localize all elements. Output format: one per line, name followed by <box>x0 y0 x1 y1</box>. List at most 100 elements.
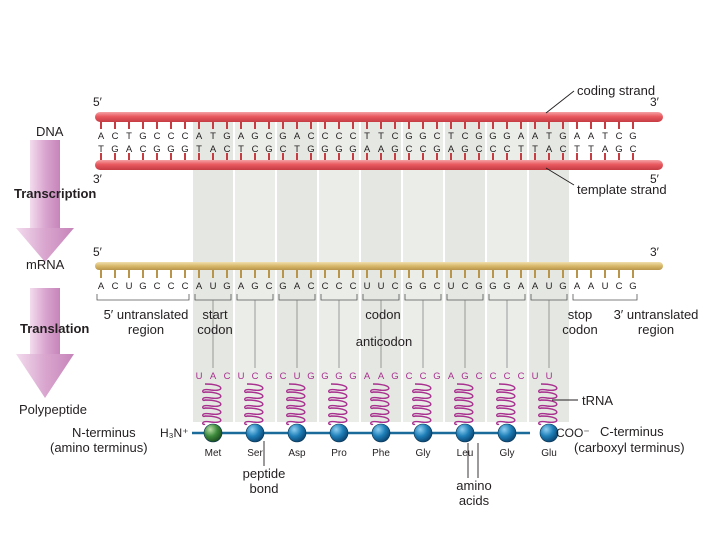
trna-molecule <box>244 383 264 426</box>
mrna-3prime: 3′ <box>650 245 659 259</box>
mrna-nucleotide: A <box>196 281 203 292</box>
mrna-nucleotide: G <box>251 281 258 292</box>
mrna-nucleotide: U <box>546 281 553 292</box>
anticodon-nucleotide: C <box>420 371 427 382</box>
anticodon-nucleotide: C <box>504 371 511 382</box>
template-nucleotide: G <box>433 144 440 155</box>
coding-nucleotide: A <box>238 131 245 142</box>
template-nucleotide: A <box>378 144 385 155</box>
mrna-nucleotide: A <box>588 281 595 292</box>
coding-nucleotide: G <box>419 131 426 142</box>
mrna-nucleotide: C <box>616 281 623 292</box>
dna-coding-backbone <box>95 112 663 122</box>
anticodon-nucleotide: G <box>321 371 328 382</box>
amino-acid-bead <box>329 423 349 443</box>
c-terminus-label: C-terminus <box>600 424 664 439</box>
mrna-nucleotide: G <box>629 281 636 292</box>
template-nucleotide: G <box>153 144 160 155</box>
anticodon-nucleotide: G <box>349 371 356 382</box>
coding-nucleotide: C <box>462 131 469 142</box>
translation-arrow <box>16 288 74 398</box>
anticodon-nucleotide: U <box>294 371 301 382</box>
coding-nucleotide: C <box>112 131 119 142</box>
template-nucleotide: G <box>349 144 356 155</box>
amino-acid-bead <box>413 423 433 443</box>
anticodon-nucleotide: U <box>238 371 245 382</box>
codon-label: codon <box>365 307 401 322</box>
coding-nucleotide: A <box>518 131 525 142</box>
template-nucleotide: C <box>476 144 483 155</box>
coding-nucleotide: T <box>448 131 454 142</box>
mrna-nucleotide: G <box>475 281 482 292</box>
template-nucleotide: T <box>588 144 594 155</box>
mrna-nucleotide: C <box>168 281 175 292</box>
polypeptide-label: Polypeptide <box>19 402 87 417</box>
mrna-5prime: 5′ <box>93 245 102 259</box>
mrna-nucleotide: G <box>559 281 566 292</box>
coding-nucleotide: C <box>322 131 329 142</box>
dna-double-helix <box>95 112 663 170</box>
anticodon-nucleotide: C <box>406 371 413 382</box>
coding-nucleotide: G <box>251 131 258 142</box>
coding-nucleotide: T <box>602 131 608 142</box>
anticodon-nucleotide: A <box>378 371 385 382</box>
mrna-nucleotide: G <box>279 281 286 292</box>
coding-nucleotide: G <box>279 131 286 142</box>
amino-acid-bead <box>455 423 475 443</box>
anticodon-nucleotide: G <box>461 371 468 382</box>
template-nucleotide: G <box>111 144 118 155</box>
peptide-bond-label: peptide bond <box>242 466 286 496</box>
amino-acid-bead <box>203 423 223 443</box>
transcription-arrow <box>16 140 74 262</box>
dna-top-5prime: 5′ <box>93 95 102 109</box>
coding-nucleotide: G <box>475 131 482 142</box>
coding-nucleotide: A <box>532 131 539 142</box>
coding-nucleotide: G <box>139 131 146 142</box>
trna-molecule <box>538 383 558 426</box>
mrna-nucleotide: C <box>112 281 119 292</box>
amino-terminus-label: (amino terminus) <box>50 440 148 455</box>
utr5-label: 5′ untranslated region <box>103 307 189 337</box>
amino-acid-bead <box>497 423 517 443</box>
dna-top-3prime: 3′ <box>650 95 659 109</box>
trna-molecule <box>412 383 432 426</box>
template-nucleotide: T <box>518 144 524 155</box>
anticodon-nucleotide: C <box>224 371 231 382</box>
mrna-nucleotide: C <box>434 281 441 292</box>
amino-acid-name: Gly <box>416 448 431 459</box>
mrna-nucleotide: A <box>532 281 539 292</box>
coding-strand-label: coding strand <box>577 83 656 98</box>
mrna-nucleotide: C <box>266 281 273 292</box>
template-nucleotide: C <box>252 144 259 155</box>
template-nucleotide: G <box>321 144 328 155</box>
template-nucleotide: C <box>560 144 567 155</box>
amino-acid-bead <box>287 423 307 443</box>
coding-nucleotide: C <box>336 131 343 142</box>
template-nucleotide: A <box>210 144 217 155</box>
mrna-nucleotide: C <box>308 281 315 292</box>
amino-acid-name: Met <box>205 448 222 459</box>
template-nucleotide: T <box>532 144 538 155</box>
mrna-nucleotide: C <box>336 281 343 292</box>
dna-bottom-3prime: 3′ <box>93 172 102 186</box>
dna-bottom-5prime: 5′ <box>650 172 659 186</box>
amino-acid-name: Leu <box>457 448 474 459</box>
start-codon-label: start codon <box>197 307 233 337</box>
anticodon-nucleotide: G <box>335 371 342 382</box>
anticodon-nucleotide: C <box>518 371 525 382</box>
template-nucleotide: A <box>546 144 553 155</box>
trna-molecule <box>286 383 306 426</box>
template-nucleotide: C <box>420 144 427 155</box>
amino-acid-name: Asp <box>288 448 306 459</box>
anticodon-nucleotide: U <box>546 371 553 382</box>
template-nucleotide: C <box>140 144 147 155</box>
amino-acids-label: amino acids <box>456 478 492 508</box>
mrna-nucleotide: U <box>448 281 455 292</box>
mrna-nucleotide: G <box>503 281 510 292</box>
coo-label: COO⁻ <box>556 426 590 440</box>
mrna-nucleotide: A <box>574 281 581 292</box>
anticodon-nucleotide: G <box>433 371 440 382</box>
trna-molecule <box>328 383 348 426</box>
mrna-nucleotide: A <box>518 281 525 292</box>
